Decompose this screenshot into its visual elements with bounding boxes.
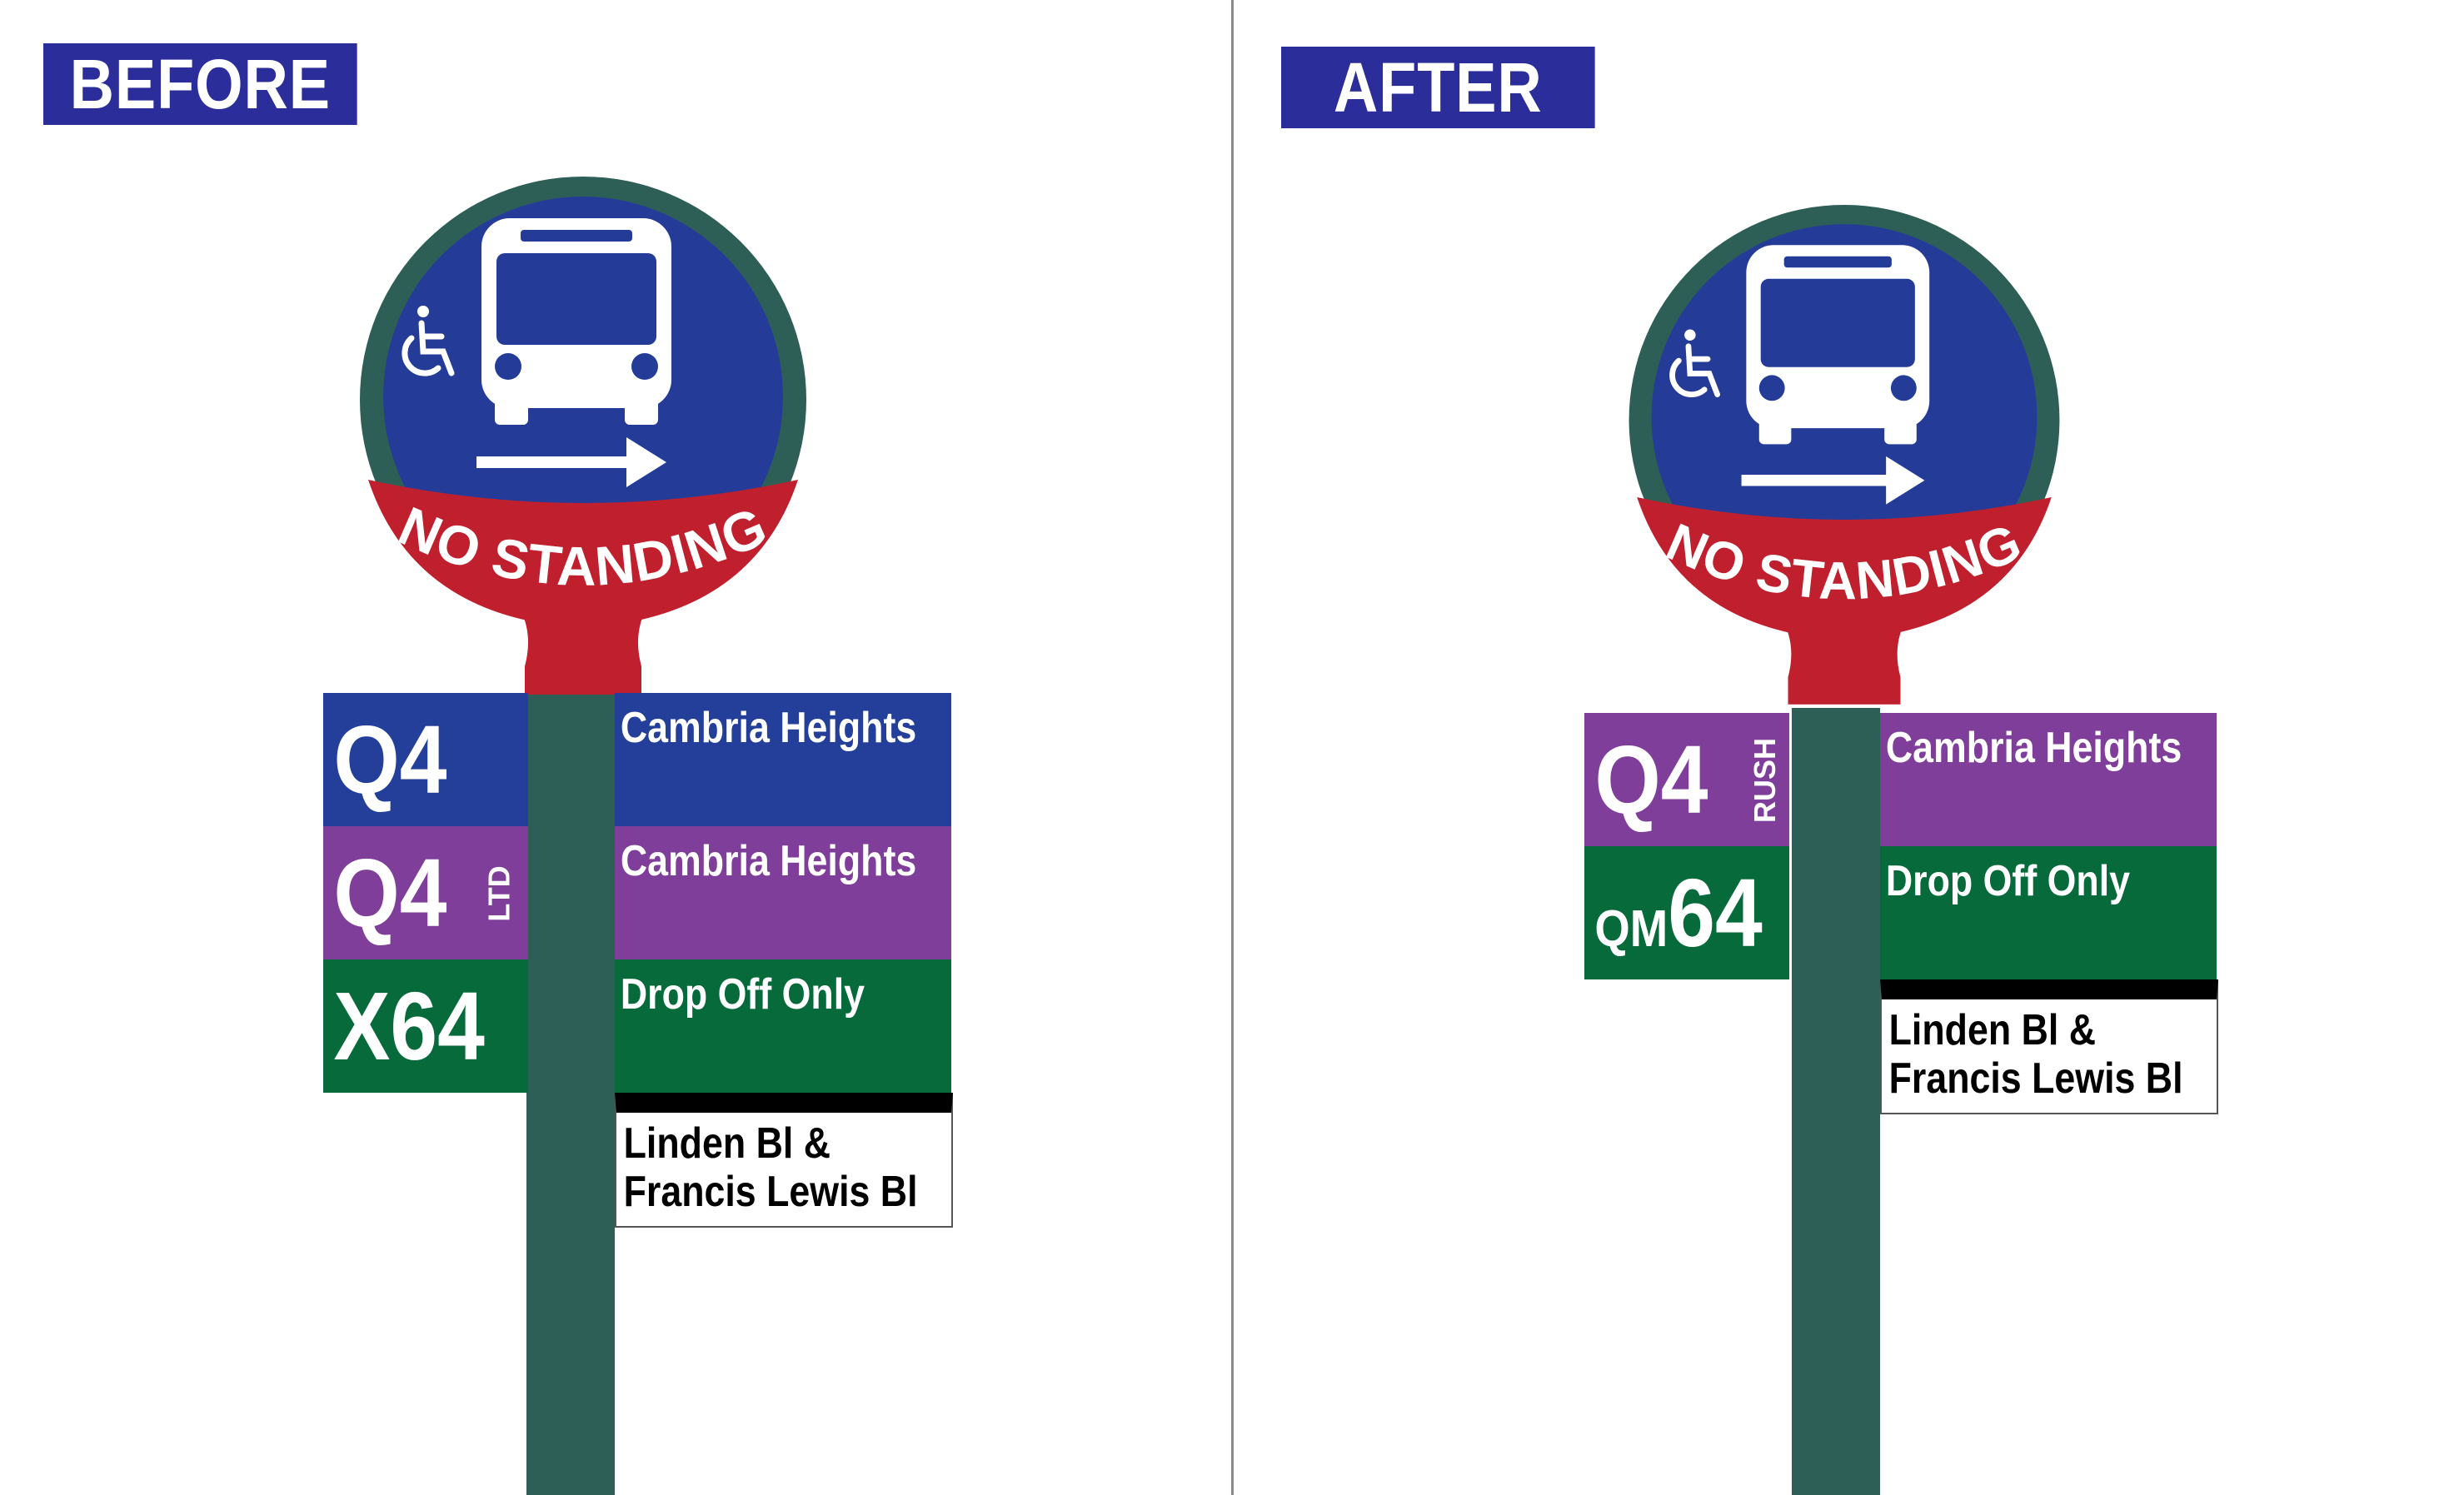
route-panel-q4-ltd: Q4 LTD [323,826,528,959]
route-panel-x64: X64 [323,959,528,1093]
before-panel: BEFORE NO STANDING [0,0,1231,1495]
no-standing-banner [368,480,798,626]
before-label: BEFORE [43,43,357,125]
bus-stop-sign: NO STANDING [1629,205,2060,705]
location-panel: Linden Bl & Francis Lewis Bl [615,1093,953,1228]
route-panel-q4-rush: Q4 RUSH [1584,713,1789,846]
location-line-1: Linden Bl & [1888,1006,2097,1054]
right-arrow-icon [476,437,666,487]
bus-headlight-left [495,353,521,380]
route-tag-rush: RUSH [1748,737,1783,824]
route-number: 64 [1668,859,1763,967]
route-panel-qm64: QM64 [1584,846,1789,979]
route-prefix: QM [1594,900,1668,958]
destination-panel: Cambria Heights [615,693,951,826]
route-panel-q4: Q4 [323,693,528,826]
destination-panel: Drop Off Only [1880,846,2217,979]
bus-windshield [496,253,656,345]
right-arrow-icon [1741,456,1925,505]
bus-headlight-right [631,353,658,380]
wheelchair-accessible-icon [402,306,455,376]
bus-sign-window [521,230,632,242]
route-tag-ltd: LTD [481,865,516,922]
sign-stem [1778,612,1911,705]
after-panel: AFTER NO STANDING [1234,0,2464,1495]
location-line-1: Linden Bl & [623,1119,831,1168]
bus-sign-window [1783,256,1892,268]
location-line-2: Francis Lewis Bl [623,1168,918,1216]
destination-panel: Cambria Heights [615,826,951,959]
wheelchair-accessible-icon [1669,329,1721,397]
bus-stop-sign: NO STANDING [360,177,806,695]
no-standing-banner [1637,497,2052,639]
bus-windshield [1760,278,1915,367]
bus-headlight-right [1890,375,1917,401]
sign-stem [515,600,651,695]
sign-pole [526,683,615,1495]
location-panel: Linden Bl & Francis Lewis Bl [1880,979,2218,1114]
after-label: AFTER [1281,47,1595,128]
location-line-2: Francis Lewis Bl [1888,1054,2183,1103]
bus-headlight-left [1758,375,1785,401]
panel-divider [1231,0,1234,1495]
sign-pole [1792,708,1880,1495]
destination-panel: Drop Off Only [615,959,951,1093]
destination-panel: Cambria Heights [1880,713,2217,846]
